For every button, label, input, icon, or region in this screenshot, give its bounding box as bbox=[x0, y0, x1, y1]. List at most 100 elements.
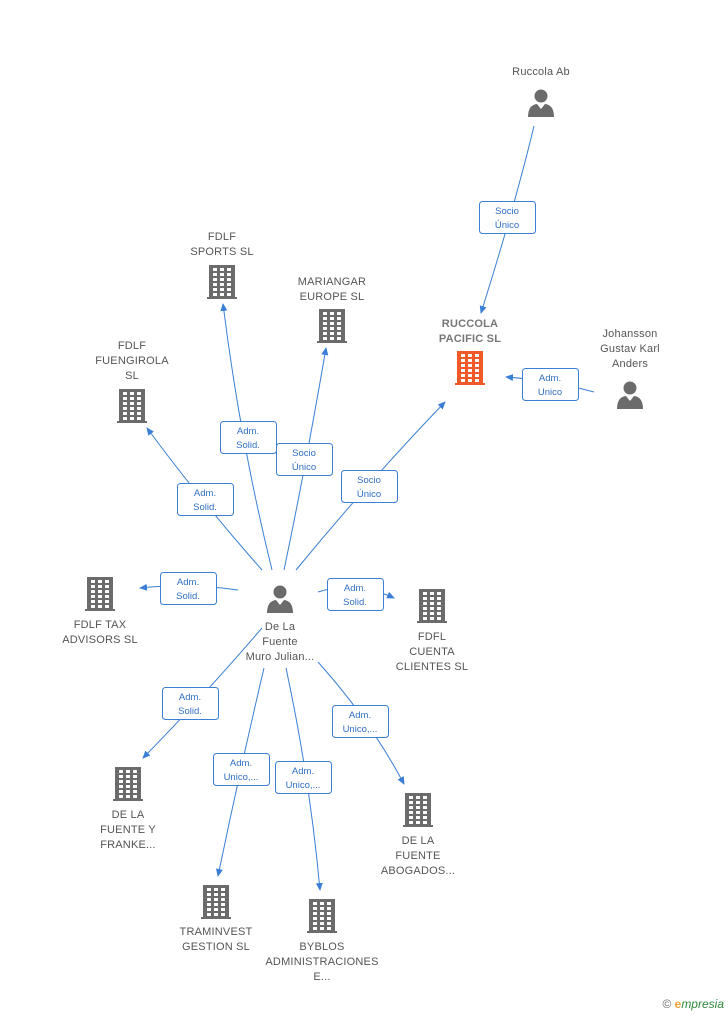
node-label: EUROPE SL bbox=[300, 291, 365, 303]
relation-badge[interactable]: Adm. Unico,... bbox=[275, 761, 332, 794]
relation-badge-text: Unico,... bbox=[224, 772, 259, 783]
edges-layer: SocioÚnicoAdm.UnicoSocioÚnicoAdm.Solid.S… bbox=[139, 125, 595, 891]
relation-badge[interactable]: Adm. Solid. bbox=[220, 421, 277, 454]
relation-badge-text: Adm. bbox=[344, 583, 366, 594]
relation-badge-box bbox=[220, 421, 277, 454]
relation-badge-text: Solid. bbox=[193, 502, 217, 513]
node-label: De La bbox=[265, 621, 296, 633]
building-icon bbox=[207, 265, 237, 299]
relation-badge-box bbox=[160, 572, 217, 605]
node-label: ABOGADOS... bbox=[381, 865, 455, 877]
building-icon bbox=[455, 351, 485, 385]
edge-johansson-to-ruccola-pacific: Adm. Unico bbox=[505, 368, 595, 401]
relation-badge-box bbox=[213, 753, 270, 786]
node-label: SL bbox=[125, 370, 139, 382]
edge-center-to-dlf-abogados: Adm.Unico,... bbox=[317, 661, 405, 785]
edge-center-to-fdlf-fuengirola: Adm. Solid. bbox=[146, 427, 263, 571]
node-label: CUENTA bbox=[409, 646, 455, 658]
person-icon bbox=[528, 89, 554, 117]
relation-badge-text: Adm. bbox=[349, 710, 371, 721]
edge-center-to-traminvest: Adm. Unico,... bbox=[213, 667, 270, 877]
relation-badge-box bbox=[479, 201, 536, 234]
relation-badge-text: Adm. bbox=[539, 373, 561, 384]
node-byblos[interactable]: BYBLOSADMINISTRACIONESE... bbox=[265, 899, 378, 983]
node-label: DE LA bbox=[402, 835, 435, 847]
node-label: Gustav Karl bbox=[600, 343, 660, 355]
node-label: Johansson bbox=[602, 328, 657, 340]
relation-badge[interactable]: Adm. Solid. bbox=[327, 578, 384, 611]
building-icon bbox=[113, 767, 143, 801]
relation-badge-box bbox=[522, 368, 579, 401]
relation-badge[interactable]: Adm. Solid. bbox=[177, 483, 234, 516]
relation-badge-text: Socio bbox=[357, 475, 381, 486]
edge-center-to-byblos: Adm. Unico,... bbox=[275, 667, 332, 891]
node-mariangar[interactable]: MARIANGAR EUROPE SL bbox=[298, 276, 366, 343]
relation-badge-text: Adm. bbox=[179, 692, 201, 703]
footer-brand: © empresia bbox=[662, 997, 724, 1011]
node-label: SPORTS SL bbox=[190, 246, 253, 258]
copyright-symbol: © bbox=[662, 997, 672, 1011]
building-icon bbox=[417, 589, 447, 623]
building-icon bbox=[317, 309, 347, 343]
relation-badge-text: Adm. bbox=[194, 488, 216, 499]
building-icon bbox=[85, 577, 115, 611]
relation-badge-text: Adm. bbox=[230, 758, 252, 769]
relation-badge[interactable]: Adm. Solid. bbox=[162, 687, 219, 720]
node-label: Ruccola Ab bbox=[512, 66, 570, 78]
node-label: FDLF bbox=[118, 340, 146, 352]
node-label: FDLF TAX bbox=[74, 619, 127, 631]
node-fdfl-cuenta[interactable]: FDFL CUENTA CLIENTES SL bbox=[396, 589, 469, 673]
node-label: FUENTE bbox=[395, 850, 440, 862]
relation-badge-text: Adm. bbox=[292, 766, 314, 777]
node-traminvest[interactable]: TRAMINVEST GESTION SL bbox=[180, 885, 253, 953]
relation-badge-box bbox=[275, 761, 332, 794]
node-fdlf-tax[interactable]: FDLF TAX ADVISORS SL bbox=[62, 577, 138, 646]
relation-badge-text: Unico bbox=[538, 387, 562, 398]
edge-center-to-fdlf-tax: Adm.Solid. bbox=[139, 572, 239, 605]
relation-badge[interactable]: Adm.Unico,... bbox=[332, 705, 389, 738]
relation-badge[interactable]: Adm. Unico bbox=[522, 368, 579, 401]
relation-badge[interactable]: Adm. Unico,... bbox=[213, 753, 270, 786]
node-label: ADVISORS SL bbox=[62, 634, 138, 646]
relation-badge-text: Solid. bbox=[343, 597, 367, 608]
relation-badge-text: Solid. bbox=[178, 706, 202, 717]
edge-center-to-fdlf-sports: Adm. Solid. bbox=[220, 303, 277, 571]
node-label: TRAMINVEST bbox=[180, 926, 253, 938]
relation-badge-text: Solid. bbox=[236, 440, 260, 451]
node-label: FRANKE... bbox=[100, 839, 156, 851]
node-ruccola-ab[interactable]: Ruccola Ab bbox=[512, 66, 570, 117]
node-label: FDFL bbox=[418, 631, 446, 643]
relation-badge[interactable]: Adm.Solid. bbox=[160, 572, 217, 605]
edge-center-to-fdfl-cuenta: Adm. Solid. bbox=[317, 578, 395, 611]
relation-badge-text: Único bbox=[292, 462, 316, 473]
relation-badge-text: Único bbox=[357, 489, 381, 500]
node-label: BYBLOS bbox=[299, 941, 344, 953]
relation-badge-text: Adm. bbox=[237, 426, 259, 437]
building-icon bbox=[403, 793, 433, 827]
relation-badge-text: Único bbox=[495, 220, 519, 231]
relation-badge-box bbox=[177, 483, 234, 516]
building-icon bbox=[201, 885, 231, 919]
node-label: CLIENTES SL bbox=[396, 661, 469, 673]
node-label: MARIANGAR bbox=[298, 276, 366, 288]
node-label: GESTION SL bbox=[182, 941, 250, 953]
node-dlf-abogados[interactable]: DE LA FUENTE ABOGADOS... bbox=[381, 793, 455, 877]
node-label: Muro Julian... bbox=[246, 651, 315, 663]
relation-badge-text: Adm. bbox=[177, 577, 199, 588]
node-label: E... bbox=[313, 971, 330, 983]
relation-badge-text: Unico,... bbox=[286, 780, 321, 791]
relation-badge-box bbox=[276, 443, 333, 476]
building-icon bbox=[117, 389, 147, 423]
